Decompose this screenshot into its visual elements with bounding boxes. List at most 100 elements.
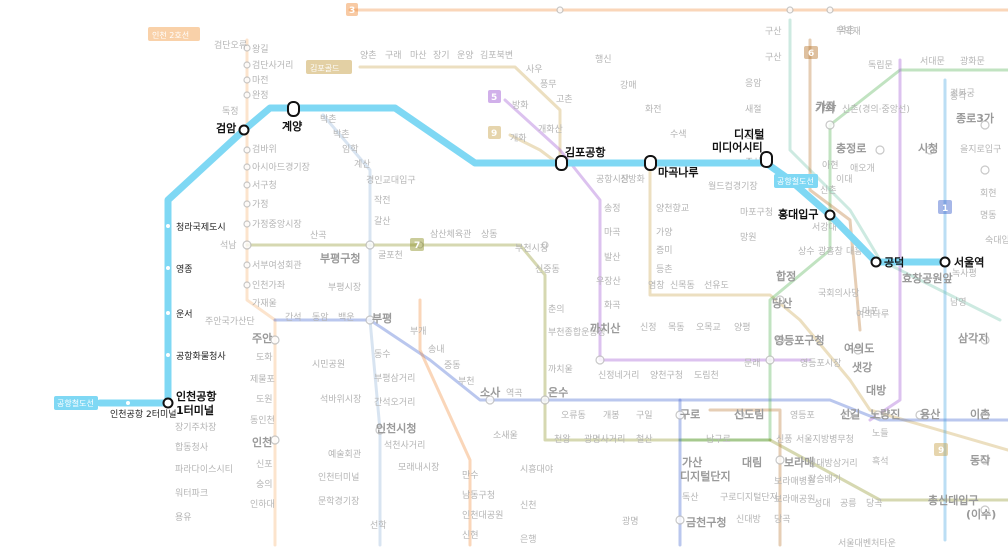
line-badges: 인천 2호선 김포골드 3 6 5 9 7 1 9 — [148, 3, 952, 456]
gimpo-gold-path — [358, 65, 562, 167]
station-label: 가정중앙시장 — [252, 218, 302, 230]
station-label: 광명 — [622, 515, 639, 527]
line-3-number: 3 — [349, 6, 355, 16]
station-dot — [485, 395, 495, 405]
station-dot — [675, 410, 685, 420]
line-9-number: 9 — [491, 129, 497, 139]
station-label: 애오개 — [850, 163, 875, 174]
station-cargo-marker[interactable] — [166, 353, 170, 357]
station-label: 신풍 — [776, 434, 793, 445]
station-unseo-marker[interactable] — [166, 311, 170, 315]
station-label: 마곡 — [604, 227, 621, 238]
station-label: 가재울 — [252, 298, 277, 309]
station-label: 인천 — [252, 435, 272, 449]
station-label: 서부여성회관 — [252, 259, 302, 271]
station-dot — [915, 410, 925, 420]
station-dot — [243, 163, 251, 171]
station-magongnaru-label: 마곡나루 — [658, 165, 698, 179]
station-label: 공항시장 — [596, 174, 629, 185]
station-dot — [540, 395, 550, 405]
station-cheongna-marker[interactable] — [166, 224, 170, 228]
station-label: 노량진 — [870, 407, 900, 421]
station-label: 종각 — [950, 90, 967, 102]
station-label: 인천대공원 — [462, 510, 503, 521]
gimpo-gold-badge-label: 김포골드 — [310, 63, 339, 73]
station-label: 제물포 — [250, 374, 275, 385]
station-label: 도화 — [256, 352, 273, 363]
station-label: 작전 — [374, 195, 391, 206]
station-gyeyang-marker[interactable] — [287, 101, 300, 117]
station-label: 보라매병원 — [774, 476, 815, 487]
station-label: 선유도 — [704, 280, 729, 291]
station-yeongjong-marker[interactable] — [166, 266, 170, 270]
station-dot — [416, 241, 424, 249]
station-label: 남동구청 — [462, 490, 495, 501]
station-label: 개화 — [510, 133, 527, 144]
station-seoul-marker[interactable] — [939, 256, 951, 268]
station-label: 신현 — [462, 530, 479, 541]
station-label: 숙대입구 — [985, 234, 1008, 246]
station-label: 가좌 — [815, 101, 835, 115]
station-label: 역촌 — [838, 25, 855, 36]
station-label: 영등포 — [790, 410, 815, 421]
station-label: 오목교 — [696, 322, 721, 333]
station-label: 합정 — [776, 269, 796, 283]
station-label: 상동 — [481, 229, 498, 240]
station-label: 신정네거리 — [598, 370, 639, 381]
arex-badge-right-label: 공항철도선 — [777, 176, 814, 186]
line-9-badge — [488, 126, 501, 139]
station-label: 양촌 — [360, 50, 377, 61]
line-2-path — [678, 68, 1008, 442]
station-dot — [365, 240, 375, 250]
station-label: 만수 — [462, 470, 479, 481]
station-label: 인천가좌 — [252, 280, 285, 291]
station-label: 국회의사당 — [818, 288, 859, 299]
station-gimpo-airport-marker[interactable] — [555, 155, 568, 171]
station-label: 갈산 — [374, 216, 391, 227]
station-dot — [980, 120, 990, 130]
station-label: 문래 — [744, 358, 761, 369]
station-dot — [775, 335, 785, 345]
station-label: 선학 — [370, 520, 387, 531]
station-label: 석천사거리 — [384, 440, 425, 451]
station-label: 박촌 — [333, 129, 350, 140]
station-geomam-marker[interactable] — [238, 124, 250, 136]
station-dot — [980, 165, 990, 175]
station-label: 보라매공원 — [774, 494, 815, 505]
line-6-number: 6 — [808, 49, 814, 59]
station-label: 여의나루 — [856, 308, 889, 320]
station-label: 송내 — [428, 344, 445, 355]
station-label: 경인교대입구 — [366, 174, 416, 186]
station-label: 동암 — [312, 311, 329, 323]
station-hongik-marker[interactable] — [824, 209, 836, 221]
station-dot — [980, 335, 990, 345]
station-magongnaru-marker[interactable] — [644, 155, 657, 171]
station-dmc-marker[interactable] — [760, 151, 773, 168]
station-seoul-label: 서울역 — [954, 255, 984, 269]
station-label: 서대문 — [920, 56, 945, 67]
station-terminal1-marker[interactable] — [162, 397, 174, 409]
station-label: 인천터미널 — [318, 472, 359, 483]
line-6-badge — [804, 46, 818, 59]
station-label: 파라다이스시티 — [175, 464, 233, 475]
station-label: 월드컵경기장 — [708, 180, 758, 192]
station-label: 샛강 — [852, 360, 872, 374]
station-label: 마산 — [410, 50, 427, 61]
station-label: 영등포구청 — [774, 333, 825, 347]
station-label: 삼산체육관 — [430, 229, 471, 240]
station-label: 풍무 — [540, 79, 557, 90]
station-label: 인천시청 — [376, 421, 416, 435]
station-dot — [541, 241, 549, 249]
station-label: 박촌 — [320, 114, 337, 125]
line-5-path — [503, 98, 812, 362]
arex-stations[interactable]: 인천공항 2터미널 인천공항 1터미널 공항화물청사 운서 영종 청라국제도시 … — [110, 101, 984, 420]
station-label: 광흥창 — [818, 245, 843, 257]
station-terminal2-marker[interactable] — [126, 401, 130, 405]
station-label: 중동 — [444, 360, 461, 371]
station-gongdeok-marker[interactable] — [870, 256, 882, 268]
station-label: 완정 — [252, 90, 269, 101]
line-3b-path — [418, 298, 472, 547]
station-label: 굴포천 — [378, 250, 403, 261]
station-label: 당산 — [772, 296, 792, 310]
station-label: 부평시장 — [328, 282, 361, 293]
